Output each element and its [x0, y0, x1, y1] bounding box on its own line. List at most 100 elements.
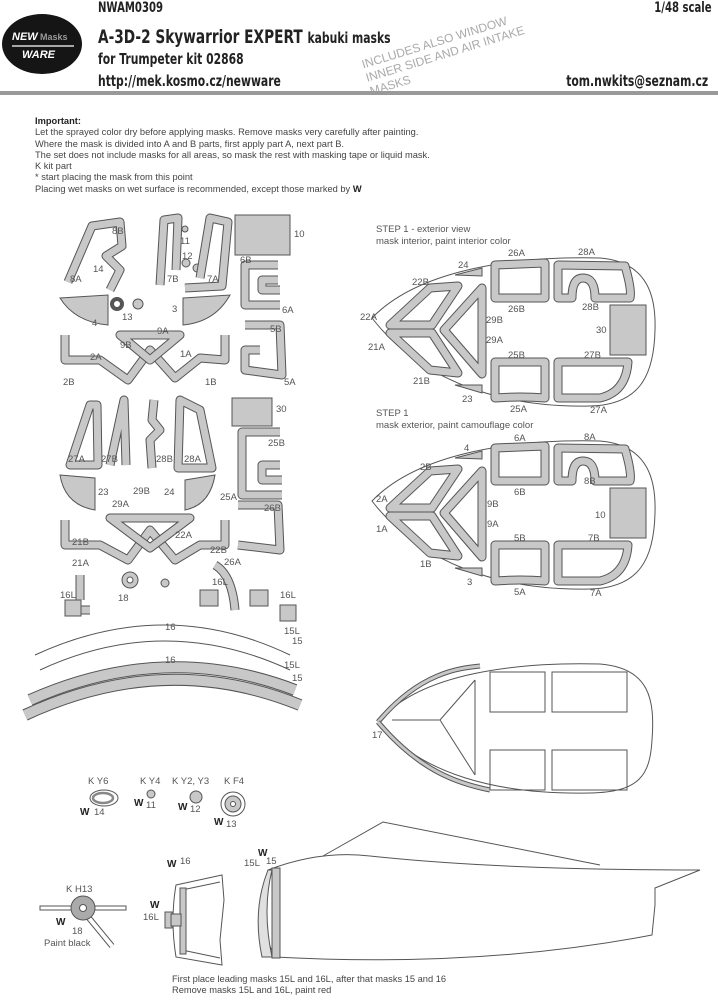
svg-text:21A: 21A — [72, 558, 90, 569]
canopy-step-interior: STEP 1 - exterior view mask interior, pa… — [360, 224, 656, 416]
svg-text:27B: 27B — [584, 350, 601, 361]
svg-text:5A: 5A — [514, 587, 526, 598]
note-line: Let the sprayed color dry before applyin… — [35, 127, 419, 138]
kit-reference: for Trumpeter kit 02868 — [98, 50, 244, 68]
svg-text:9B: 9B — [487, 499, 499, 510]
svg-text:29B: 29B — [133, 486, 150, 497]
svg-text:22B: 22B — [412, 277, 429, 288]
svg-text:5A: 5A — [284, 377, 296, 388]
svg-text:18: 18 — [118, 593, 129, 604]
svg-text:K Y6: K Y6 — [88, 776, 108, 787]
note-line: The set does not include masks for all a… — [35, 149, 430, 160]
svg-text:25B: 25B — [268, 438, 285, 449]
mask-shape — [386, 465, 462, 512]
svg-text:K F4: K F4 — [224, 776, 244, 787]
svg-text:12: 12 — [190, 804, 201, 815]
svg-text:23: 23 — [98, 487, 109, 498]
svg-text:21A: 21A — [368, 342, 386, 353]
engine-nacelle: W 15L 15 — [244, 821, 701, 961]
svg-text:2B: 2B — [420, 462, 432, 473]
svg-text:16L: 16L — [280, 590, 296, 601]
svg-text:STEP 1 - exterior view: STEP 1 - exterior view — [376, 224, 470, 235]
mask-shape — [116, 331, 184, 364]
svg-text:W: W — [56, 917, 66, 928]
svg-text:6A: 6A — [282, 305, 294, 316]
svg-text:15L: 15L — [284, 660, 300, 671]
svg-text:16L: 16L — [60, 590, 76, 601]
mask-shape — [174, 396, 216, 472]
svg-text:22B: 22B — [210, 545, 227, 556]
newware-logo: NEW Masks WARE — [2, 14, 82, 74]
svg-text:16L: 16L — [212, 577, 228, 588]
footer-line: Remove masks 15L and 16L, paint red — [172, 985, 332, 995]
mask-shape — [454, 267, 483, 277]
svg-text:9B: 9B — [120, 340, 132, 351]
title-main: A-3D-2 Skywarrior EXPERT — [98, 26, 303, 48]
svg-text:NEW: NEW — [12, 31, 39, 43]
svg-text:1B: 1B — [420, 559, 432, 570]
svg-text:W: W — [150, 900, 160, 911]
important-notes: Important: Let the sprayed color dry bef… — [35, 116, 430, 195]
mask-shape — [212, 561, 239, 611]
mask-shape — [440, 284, 486, 378]
svg-text:12: 12 — [182, 251, 193, 262]
mask-shape — [554, 358, 632, 402]
svg-text:10: 10 — [595, 510, 606, 521]
mask-shape — [491, 442, 549, 485]
svg-text:6B: 6B — [240, 255, 252, 266]
svg-text:18: 18 — [72, 926, 83, 937]
svg-text:8B: 8B — [584, 476, 596, 487]
svg-text:1A: 1A — [376, 524, 388, 535]
product-title: A-3D-2 Skywarrior EXPERT kabuki masks — [98, 26, 391, 48]
w-mark: W — [352, 183, 362, 194]
svg-text:K Y4: K Y4 — [140, 776, 160, 787]
mask-shape — [238, 428, 282, 499]
svg-text:25A: 25A — [220, 492, 238, 503]
footer-notes: First place leading masks 15L and 16L, a… — [172, 974, 446, 996]
svg-text:W: W — [258, 848, 268, 859]
svg-text:13: 13 — [122, 312, 133, 323]
svg-text:30: 30 — [596, 325, 607, 336]
svg-text:15: 15 — [292, 636, 303, 647]
mask-shape — [386, 512, 462, 560]
svg-text:8B: 8B — [112, 226, 124, 237]
svg-text:7A: 7A — [207, 274, 219, 285]
svg-text:W: W — [80, 807, 90, 818]
svg-text:15: 15 — [266, 856, 277, 867]
svg-text:26B: 26B — [264, 503, 281, 514]
mask-shape — [64, 218, 126, 292]
svg-text:27B: 27B — [101, 454, 118, 465]
svg-text:24: 24 — [164, 487, 175, 498]
note-line: * start placing the mask from this point — [35, 172, 193, 183]
svg-text:K Y2, Y3: K Y2, Y3 — [172, 776, 209, 787]
svg-text:25A: 25A — [510, 404, 528, 415]
product-code: NWAM0309 — [98, 0, 163, 16]
svg-text:26B: 26B — [508, 304, 525, 315]
svg-text:27A: 27A — [68, 454, 86, 465]
scale: 1/48 scale — [654, 0, 712, 16]
mask-shape — [61, 520, 229, 564]
svg-text:29B: 29B — [486, 315, 503, 326]
svg-text:W: W — [167, 859, 177, 870]
email-link[interactable]: tom.nwkits@seznam.cz — [566, 72, 708, 90]
svg-text:STEP 1: STEP 1 — [376, 408, 409, 419]
solid-mask — [609, 487, 647, 539]
mask-shape — [146, 399, 164, 469]
mask-shape — [386, 282, 462, 329]
mask-shape — [386, 329, 462, 377]
mask-shape — [237, 501, 284, 554]
svg-text:13: 13 — [226, 819, 237, 830]
svg-text:23: 23 — [462, 394, 473, 405]
svg-text:Masks: Masks — [40, 32, 68, 42]
mask-shape — [241, 261, 280, 309]
svg-text:9A: 9A — [157, 326, 169, 337]
svg-text:29A: 29A — [486, 335, 504, 346]
website-link[interactable]: http://mek.kosmo.cz/newware — [98, 72, 281, 90]
mask-shape — [106, 396, 130, 466]
svg-text:2B: 2B — [63, 377, 75, 388]
svg-text:10: 10 — [294, 229, 305, 240]
mask-shape — [106, 514, 194, 552]
svg-text:4: 4 — [464, 443, 469, 454]
mask-shape — [554, 444, 634, 485]
svg-text:30: 30 — [276, 404, 287, 415]
